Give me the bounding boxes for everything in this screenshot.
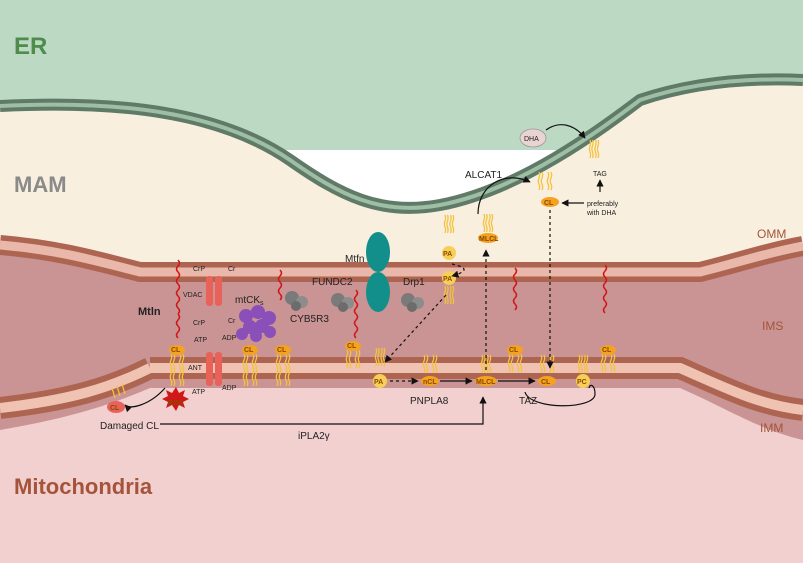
svg-text:PA: PA bbox=[443, 251, 452, 258]
drp1-protein bbox=[401, 293, 424, 312]
vdac-protein bbox=[206, 276, 222, 306]
tag-label: TAG bbox=[593, 171, 607, 178]
cyb5r3-protein bbox=[285, 291, 308, 311]
pc-molecule: PC bbox=[576, 354, 590, 388]
atp-label-1: ATP bbox=[194, 337, 207, 344]
svg-text:MLCL: MLCL bbox=[476, 379, 496, 386]
arrow-damage bbox=[124, 387, 166, 413]
cr-label-2: Cr bbox=[228, 318, 236, 325]
svg-text:PC: PC bbox=[577, 379, 587, 386]
cyb5r3-label: CYB5R3 bbox=[290, 314, 329, 325]
mlcl-molecule-er: MLCL bbox=[478, 213, 499, 243]
ims-background bbox=[0, 245, 803, 440]
mtfn-protein bbox=[366, 232, 390, 312]
svg-text:CL: CL bbox=[544, 200, 554, 207]
ant-protein bbox=[206, 352, 222, 386]
damaged-cl-label: Damaged CL bbox=[100, 421, 159, 432]
taz-label: TAZ bbox=[519, 396, 537, 407]
svg-text:CL: CL bbox=[347, 343, 357, 350]
mtln-helix-omm bbox=[175, 259, 181, 315]
crp-label-2: CrP bbox=[193, 320, 205, 327]
pa-molecule-mam-1: PA bbox=[442, 214, 456, 260]
ims-label: IMS bbox=[762, 319, 783, 333]
svg-text:DHA: DHA bbox=[524, 136, 539, 143]
pnpla8-label: PNPLA8 bbox=[410, 396, 449, 407]
preferably-dha-line-1: preferably bbox=[587, 201, 619, 208]
cl-molecule-er: CL bbox=[537, 171, 559, 207]
fundc2-protein bbox=[331, 293, 354, 312]
ncl-molecule: nCL bbox=[421, 354, 439, 386]
svg-text:nCL: nCL bbox=[423, 379, 437, 386]
atp-label-2: ATP bbox=[192, 389, 205, 396]
ipla2g-label: iPLA2γ bbox=[298, 431, 330, 442]
fundc2-label: FUNDC2 bbox=[312, 277, 353, 288]
helix-omm-4 bbox=[602, 264, 608, 314]
arrow-alcat1 bbox=[477, 175, 531, 215]
mtln-label: Mtln bbox=[138, 306, 161, 318]
svg-text:CL: CL bbox=[277, 347, 287, 354]
helix-omm-fundc2 bbox=[353, 289, 359, 339]
svg-text:PA: PA bbox=[443, 276, 452, 283]
alcat1-label: ALCAT1 bbox=[465, 170, 502, 181]
svg-text:ROS: ROS bbox=[168, 400, 184, 407]
pathway-arrows bbox=[124, 124, 604, 425]
mtfn-label: Mtfn bbox=[345, 254, 364, 265]
mtck-octamer bbox=[236, 305, 276, 342]
cl-molecule: CL bbox=[275, 345, 291, 373]
helix-omm-2 bbox=[277, 269, 283, 301]
ant-label: ANT bbox=[188, 365, 203, 372]
crp-label-1: CrP bbox=[193, 266, 205, 273]
svg-text:CL: CL bbox=[244, 347, 254, 354]
svg-text:CL: CL bbox=[541, 379, 551, 386]
svg-text:CL: CL bbox=[171, 347, 181, 354]
cl-molecule-taz: CL bbox=[538, 354, 556, 386]
cl-molecule: CL bbox=[242, 345, 258, 373]
mtck-label: mtCKs bbox=[235, 295, 264, 307]
omm-label: OMM bbox=[757, 227, 786, 241]
mtln-helix-link bbox=[175, 313, 181, 339]
pa-molecule-imm: PA bbox=[373, 347, 387, 388]
cl-molecule: CL bbox=[600, 345, 616, 373]
adp-label-2: ADP bbox=[222, 385, 237, 392]
dha-molecule: DHA bbox=[519, 128, 547, 148]
cr-label-1: Cr bbox=[228, 266, 236, 273]
svg-text:CL: CL bbox=[602, 347, 612, 354]
helix-omm-3 bbox=[512, 267, 518, 311]
cl-molecule: CL bbox=[507, 345, 523, 373]
drp1-label: Drp1 bbox=[403, 277, 425, 288]
region-mitochondria-label: Mitochondria bbox=[14, 474, 153, 499]
cl-molecule: CL bbox=[345, 341, 361, 369]
region-mam-label: MAM bbox=[14, 172, 67, 197]
svg-text:MLCL: MLCL bbox=[479, 236, 499, 243]
svg-text:PA: PA bbox=[374, 379, 383, 386]
cl-molecule: CL bbox=[169, 345, 185, 373]
svg-text:CL: CL bbox=[110, 405, 120, 412]
ros-icon: ROS bbox=[162, 387, 189, 411]
adp-label-1: ADP bbox=[222, 335, 237, 342]
preferably-dha-line-2: with DHA bbox=[586, 210, 617, 217]
svg-text:CL: CL bbox=[509, 347, 519, 354]
arrow-dha-tag bbox=[545, 124, 586, 139]
vdac-label: VDAC bbox=[183, 292, 202, 299]
arrow-ipla2g bbox=[160, 396, 487, 425]
damaged-cl-molecule: CL bbox=[107, 383, 126, 413]
arrow-pa-to-pa bbox=[451, 263, 465, 278]
region-er-label: ER bbox=[14, 33, 47, 60]
mlcl-molecule-imm: MLCL bbox=[475, 354, 497, 386]
imm-label: IMM bbox=[760, 421, 783, 435]
arrow-taz-cycle bbox=[524, 384, 596, 407]
